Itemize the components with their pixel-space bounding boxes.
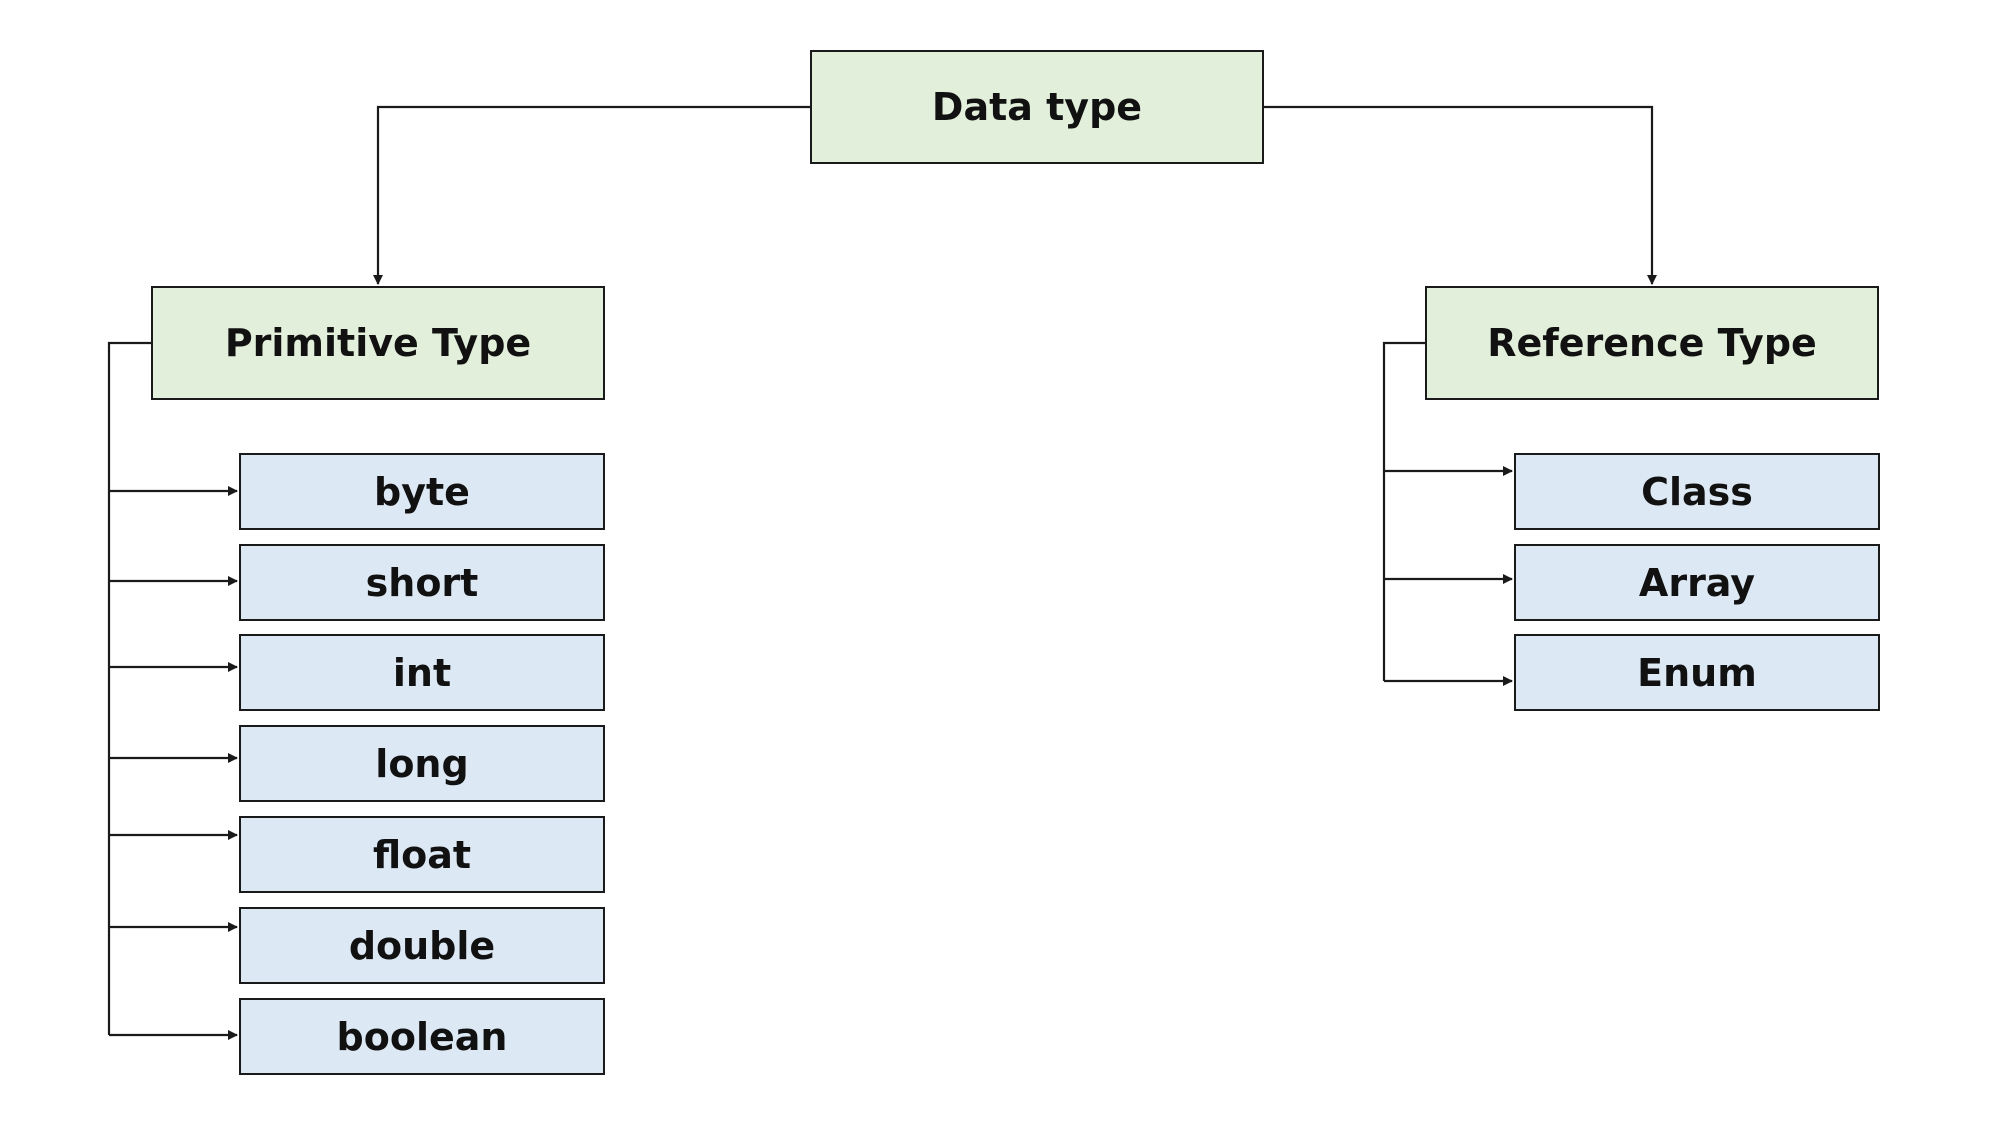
leaf-long: long [239,725,605,802]
leaf-enum: Enum [1514,634,1880,711]
leaf-boolean-label: boolean [336,1014,508,1059]
primitive-trunk-line [107,341,151,1035]
node-reference-type: Reference Type [1425,286,1879,400]
node-reference-type-label: Reference Type [1487,321,1817,365]
node-primitive-type-label: Primitive Type [224,321,532,365]
node-data-type-label: Data type [931,85,1143,129]
edge-root-to-primitive [373,105,810,285]
leaf-short-label: short [365,560,479,605]
leaf-array-label: Array [1638,560,1756,605]
leaf-long-label: long [375,741,469,786]
leaf-float: float [239,816,605,893]
leaf-boolean: boolean [239,998,605,1075]
node-data-type: Data type [810,50,1264,164]
leaf-enum-label: Enum [1637,650,1757,695]
node-primitive-type: Primitive Type [151,286,605,400]
leaf-float-label: float [372,832,472,877]
leaf-class-label: Class [1641,469,1753,514]
leaf-int-label: int [392,650,452,695]
leaf-short: short [239,544,605,621]
edge-root-to-reference [1264,105,1657,285]
leaf-double: double [239,907,605,984]
leaf-double-label: double [348,923,496,968]
leaf-class: Class [1514,453,1880,530]
leaf-byte: byte [239,453,605,530]
leaf-array: Array [1514,544,1880,621]
reference-trunk-line [1382,341,1425,681]
leaf-byte-label: byte [374,469,470,514]
leaf-int: int [239,634,605,711]
